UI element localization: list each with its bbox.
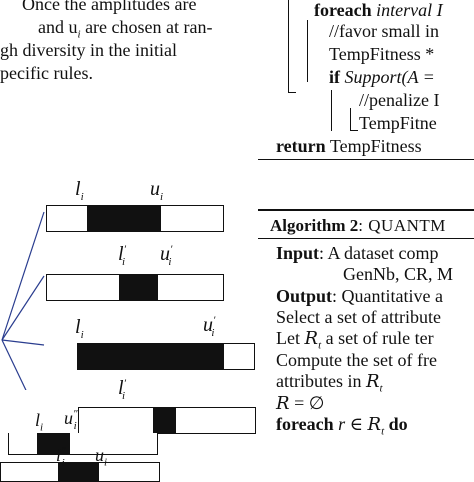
alg1-line-comment: //favor small in <box>329 21 439 41</box>
branch-line-3 <box>1 339 45 346</box>
alg2-input-cont: GenNb, CR, M <box>343 264 454 284</box>
alg2-title-rule <box>258 238 474 239</box>
alg2-line-select: Select a set of attribute <box>276 307 441 327</box>
label-u-6: ui <box>95 445 108 469</box>
label-l-5: li <box>35 410 44 434</box>
label-u-3: u′i <box>203 314 216 339</box>
label-u-2: u′i <box>160 243 173 268</box>
interval-fill-4 <box>152 408 176 433</box>
label-l-6: l″i <box>56 445 66 469</box>
alg1-bottom-rule <box>258 159 474 160</box>
label-u-5: u″i <box>64 408 78 432</box>
branch-line-2 <box>1 275 45 341</box>
alg1-indent-line-2 <box>331 90 332 130</box>
alg1-indent-line-3 <box>350 108 351 130</box>
interval-bar-4 <box>78 407 256 434</box>
interval-bar-5 <box>8 433 158 455</box>
alg2-line-foreach: foreach r ∈ Rt do <box>276 414 408 438</box>
left-text-line-2: and ui are chosen at ran- <box>38 17 213 41</box>
interval-fill-1 <box>87 206 162 231</box>
interval-bar-3 <box>77 343 255 370</box>
tree-connector <box>1 211 45 390</box>
interval-fill-5 <box>37 433 70 454</box>
label-l-1: li <box>75 178 84 203</box>
left-text-line-4: pecific rules. <box>0 63 93 83</box>
alg1-line-penalize: //penalize I <box>359 90 440 110</box>
interval-bar-6 <box>0 462 160 482</box>
alg1-return: return TempFitness <box>276 136 422 156</box>
alg2-title: Algorithm 2: QUANTM <box>270 216 446 235</box>
interval-bar-1 <box>46 205 224 232</box>
alg2-line-attributes: attributes in Rt <box>276 371 383 395</box>
label-l-2: l′i <box>118 243 126 268</box>
label-l-4: l′i <box>118 377 126 402</box>
alg1-line-tempfitne: TempFitne <box>359 113 437 133</box>
left-text-line-1: Once the amplitudes are <box>22 0 197 14</box>
left-text-line-3: gh diversity in the initial <box>0 40 177 60</box>
alg1-line-foreach: foreach interval I <box>314 0 443 20</box>
interval-fill-3 <box>78 344 225 369</box>
label-u-1: ui <box>150 178 164 203</box>
branch-line-1 <box>1 211 45 341</box>
alg2-line-empty-set: R = ∅ <box>276 393 325 414</box>
alg2-input: Input: A dataset comp <box>276 243 439 263</box>
label-l-3: li <box>75 316 84 341</box>
alg2-line-compute: Compute the set of fre <box>276 350 437 370</box>
branch-line-4 <box>1 339 27 390</box>
alg2-output: Output: Quantitative a <box>276 286 443 306</box>
alg1-line-tempfitness: TempFitness * <box>329 44 435 64</box>
interval-bar-2 <box>46 274 224 301</box>
alg1-indent-foot-outer <box>288 92 296 93</box>
alg1-indent-foot-3 <box>350 130 358 131</box>
alg2-top-rule <box>258 209 474 211</box>
interval-fill-2 <box>119 275 158 300</box>
alg1-indent-line-outer <box>288 0 289 92</box>
alg1-indent-line-1 <box>307 20 308 82</box>
alg1-line-if: if Support(A = <box>329 67 435 87</box>
alg2-line-let: Let Rt a set of rule ter <box>276 328 434 352</box>
alg1-indent-end-2 <box>331 130 332 131</box>
